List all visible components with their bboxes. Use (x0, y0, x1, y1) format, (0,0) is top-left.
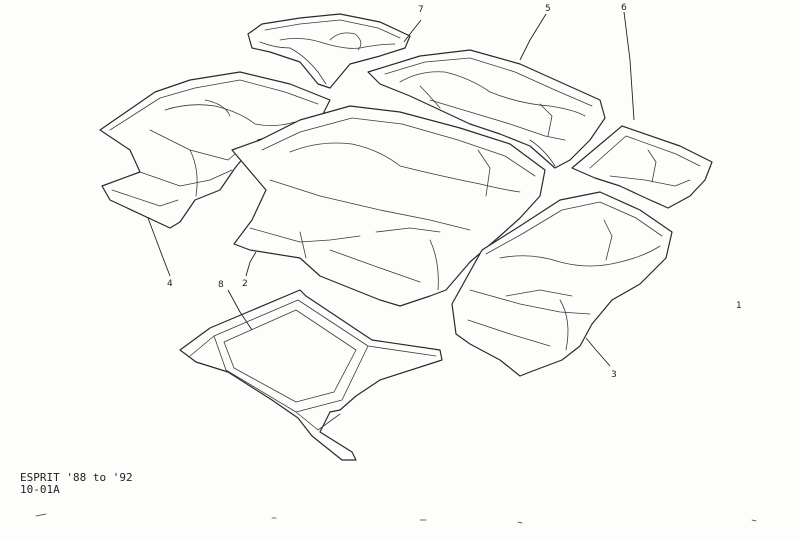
model-label: ESPRIT '88 to '92 (20, 471, 133, 484)
callout-3: 3 (611, 370, 617, 380)
scan-specks (35, 513, 757, 524)
callout-6: 6 (621, 3, 627, 13)
callout-5: 5 (545, 4, 551, 14)
callout-leaders (147, 11, 635, 367)
leader-6 (623, 11, 635, 121)
callout-7: 7 (418, 5, 424, 15)
leader-3 (585, 337, 611, 367)
callout-2: 2 (242, 279, 248, 289)
callout-1: 1 (736, 301, 742, 311)
part-7-body-shell (247, 13, 411, 89)
callout-8: 8 (218, 280, 224, 290)
part-4-body-shell (99, 71, 331, 229)
drawing-reference: ESPRIT '88 to '92 10-01A (20, 472, 133, 496)
leader-4 (147, 217, 171, 277)
drawing-code: 10-01A (20, 483, 60, 496)
part-3-body-shell (451, 191, 673, 377)
leader-8 (227, 289, 253, 331)
part-8-frame (179, 289, 443, 461)
leader-2 (245, 251, 257, 277)
leader-5 (519, 13, 547, 61)
part-2-body-shell (231, 105, 546, 307)
part-6-body-shell (571, 125, 713, 209)
callout-4: 4 (167, 279, 173, 289)
part-5-body-shell (367, 49, 606, 169)
leader-7 (403, 19, 422, 43)
